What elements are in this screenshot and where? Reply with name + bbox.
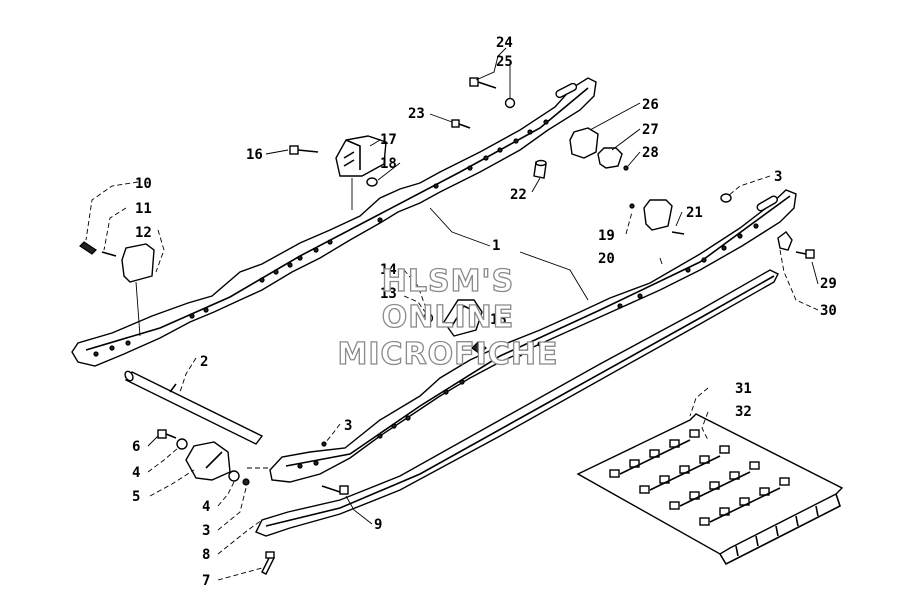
track-section	[576, 413, 844, 566]
bolt-29	[795, 249, 815, 259]
hardware-group	[79, 77, 815, 575]
callout-22: 22	[510, 187, 527, 203]
nut-3-middle	[321, 441, 327, 447]
callout-4-left: 4	[132, 465, 140, 481]
callout-12: 12	[135, 225, 152, 241]
bolt-14	[471, 341, 487, 355]
callout-13: 13	[380, 286, 397, 302]
bracket-30	[777, 231, 793, 251]
stop-block-17	[335, 135, 387, 177]
watermark: HLSM'S ONLINE MICROFICHE	[337, 263, 559, 372]
callout-32: 32	[735, 404, 752, 420]
callout-4-lower: 4	[202, 499, 210, 515]
callout-14: 14	[380, 262, 397, 278]
callout-3-upper-right: 3	[774, 169, 782, 185]
bumper-26	[569, 127, 599, 159]
rear-slide-rail	[71, 77, 597, 367]
wear-strip	[255, 269, 779, 537]
cross-shaft	[124, 370, 264, 445]
bolt-23	[451, 119, 471, 129]
nut-19	[629, 203, 635, 209]
watermark-line-3: MICROFICHE	[338, 337, 559, 372]
callout-16: 16	[246, 147, 263, 163]
callout-2: 2	[200, 354, 208, 370]
washer-3-upper	[720, 193, 732, 203]
bolt-16	[289, 145, 319, 155]
bolt-6	[157, 429, 177, 439]
callout-20: 20	[598, 251, 615, 267]
callout-19: 19	[598, 228, 615, 244]
front-slide-rail	[269, 189, 797, 483]
callout-labels: 24 25 23 26 27 28 17 18 16 22 10 11 12 3…	[132, 35, 837, 589]
washer-4-upper	[176, 438, 188, 450]
callout-11: 11	[135, 201, 152, 217]
washer-25	[504, 97, 516, 109]
bumper-27	[597, 147, 623, 169]
bolt-24	[469, 77, 497, 89]
callout-15: 15	[490, 312, 507, 328]
spring-bracket-15	[443, 299, 483, 337]
leader-lines	[85, 47, 819, 581]
block-12	[121, 243, 155, 283]
washer-4-lower	[228, 470, 240, 482]
callout-3-middle: 3	[344, 418, 352, 434]
bolt-21	[671, 231, 685, 235]
callout-10: 10	[135, 176, 152, 192]
washer-11	[101, 251, 117, 257]
watermark-line-1: HLSM'S	[382, 264, 514, 299]
bolt-7	[261, 551, 275, 575]
callout-18: 18	[380, 156, 397, 172]
callout-6: 6	[132, 439, 140, 455]
spacer-18	[366, 177, 378, 187]
nut-28	[623, 165, 629, 171]
callout-8: 8	[202, 547, 210, 563]
spacer-22	[533, 159, 547, 179]
callout-21: 21	[686, 205, 703, 221]
callout-3-lower: 3	[202, 523, 210, 539]
nut-3-lower	[242, 478, 250, 486]
callout-25: 25	[496, 54, 513, 70]
callout-1: 1	[492, 238, 500, 254]
callout-23: 23	[408, 106, 425, 122]
bolt-10	[79, 241, 97, 255]
bumper-5	[185, 441, 231, 481]
callout-31: 31	[735, 381, 752, 397]
watermark-line-2: ONLINE	[382, 300, 515, 335]
callout-29: 29	[820, 276, 837, 292]
callout-30: 30	[820, 303, 837, 319]
callout-27: 27	[642, 122, 659, 138]
callout-7: 7	[202, 573, 210, 589]
bolt-9-hardware	[321, 485, 349, 495]
callout-28: 28	[642, 145, 659, 161]
callout-17: 17	[380, 132, 397, 148]
block-20	[643, 199, 673, 231]
callout-9: 9	[374, 517, 382, 533]
callout-5: 5	[132, 489, 140, 505]
callout-26: 26	[642, 97, 659, 113]
callout-24: 24	[496, 35, 513, 51]
